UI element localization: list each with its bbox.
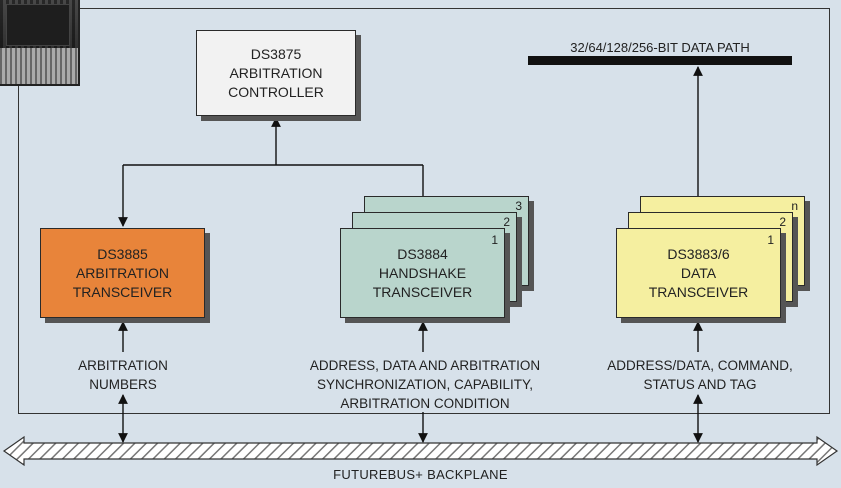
data-signal-label: ADDRESS/DATA, COMMAND, STATUS AND TAG <box>580 356 820 394</box>
arbitration-transceiver-line2: ARBITRATION <box>75 264 170 281</box>
handshake-signal-line3: ARBITRATION CONDITION <box>340 396 510 411</box>
handshake-transceiver-line2: HANDSHAKE <box>378 264 467 281</box>
handshake-transceiver-part: DS3884 <box>397 245 448 262</box>
handshake-signal-line2: SYNCHRONIZATION, CAPABILITY, <box>316 377 534 392</box>
arbitration-transceiver-part: DS3885 <box>97 245 148 262</box>
arbitration-signal-line1: ARBITRATION <box>78 358 168 373</box>
data-transceiver-box: 1 DS3883/6 DATA TRANSCEIVER <box>616 228 781 318</box>
board-outline <box>18 8 830 414</box>
handshake-transceiver-box: 1 DS3884 HANDSHAKE TRANSCEIVER <box>340 228 505 318</box>
data-signal-line2: STATUS AND TAG <box>643 377 757 392</box>
photo-board <box>0 48 78 84</box>
data-card-number-1: 1 <box>767 233 774 247</box>
data-transceiver-line3: TRANSCEIVER <box>648 283 749 300</box>
backplane-bus <box>2 435 839 467</box>
handshake-card-number-3: 3 <box>515 199 522 213</box>
arbitration-controller-part: DS3875 <box>250 45 302 62</box>
handshake-card-number-1: 1 <box>491 233 498 247</box>
handshake-transceiver-line3: TRANSCEIVER <box>372 283 473 300</box>
data-path-label: 32/64/128/256-BIT DATA PATH <box>570 40 750 55</box>
handshake-signal-label: ADDRESS, DATA AND ARBITRATION SYNCHRONIZ… <box>270 356 580 413</box>
data-transceiver-part: DS3883/6 <box>667 245 730 262</box>
backplane-label: FUTUREBUS+ BACKPLANE <box>333 467 508 482</box>
handshake-card-number-2: 2 <box>503 215 510 229</box>
arbitration-controller-line3: CONTROLLER <box>228 83 324 100</box>
arbitration-transceiver-line3: TRANSCEIVER <box>72 283 173 300</box>
photo-chip <box>6 4 70 46</box>
data-signal-line1: ADDRESS/DATA, COMMAND, <box>607 358 793 373</box>
arbitration-signal-label: ARBITRATION NUMBERS <box>48 356 198 394</box>
arbitration-controller-line2: ARBITRATION <box>229 64 323 81</box>
chip-photo <box>0 0 80 86</box>
data-transceiver-line2: DATA <box>680 264 717 281</box>
arbitration-controller-box: DS3875 ARBITRATION CONTROLLER <box>196 30 356 116</box>
handshake-signal-line1: ADDRESS, DATA AND ARBITRATION <box>309 358 541 373</box>
arbitration-transceiver-box: DS3885 ARBITRATION TRANSCEIVER <box>40 228 205 318</box>
data-path-bar <box>528 56 792 65</box>
arbitration-signal-line2: NUMBERS <box>89 377 157 392</box>
data-card-number-2: 2 <box>779 215 786 229</box>
data-card-number-n: n <box>791 199 798 213</box>
